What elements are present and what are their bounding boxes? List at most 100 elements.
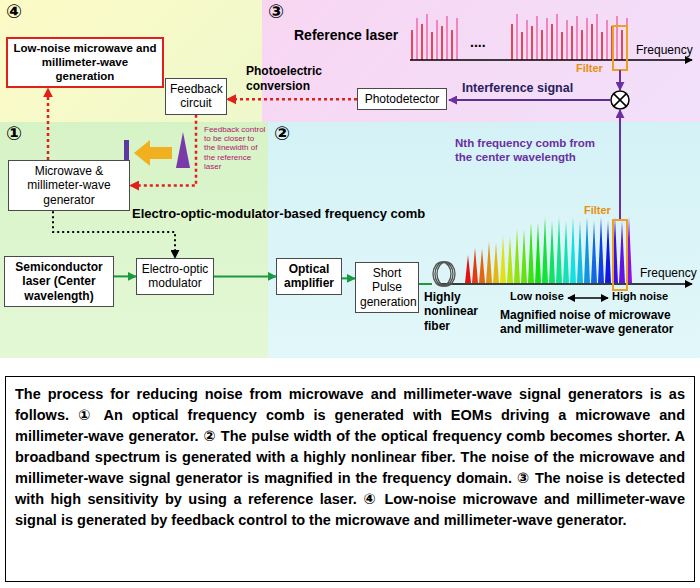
- comb-line: [611, 26, 613, 60]
- comb-line: [596, 14, 598, 60]
- comb-peak: [486, 241, 492, 283]
- signal-line: [619, 70, 621, 90]
- process-box: Feedback circuit: [165, 78, 227, 115]
- label-text: Highly nonlinear fiber: [424, 290, 478, 333]
- comb-line: [426, 14, 428, 60]
- diagram-stage: ④Low-noise microwave and millimeter-wave…: [0, 0, 700, 360]
- label-text: Filter: [576, 62, 603, 74]
- box-text: Microwave & millimeter-wave generator: [13, 164, 125, 207]
- label-text: ....: [470, 34, 486, 50]
- comb-line: [566, 20, 568, 60]
- comb-line: [521, 32, 523, 60]
- filter-symbol: [613, 26, 627, 70]
- label-text: Low noise: [510, 290, 564, 302]
- comb-line: [456, 18, 458, 60]
- comb-peak: [612, 217, 618, 283]
- mixer-cross: [614, 94, 627, 107]
- comb-peak: [472, 248, 478, 283]
- comb-peak: [570, 217, 576, 283]
- comb-line: [421, 24, 423, 60]
- mixer-symbol: [611, 91, 629, 109]
- annotation-label: Low noise: [510, 290, 568, 303]
- edge-label: Photoelectric conversion: [246, 64, 346, 93]
- comb-line: [546, 18, 548, 60]
- annotation-label: Feedback control to be closer to the lin…: [204, 125, 266, 171]
- comb-line: [436, 20, 438, 60]
- comb-peak: [542, 217, 548, 283]
- feedback-arrow: [134, 140, 172, 166]
- annotation-label: Electro-optic-modulator-based frequency …: [132, 206, 472, 222]
- annotation-label: Highly nonlinear fiber: [424, 290, 496, 333]
- comb-line: [586, 18, 588, 60]
- comb-line: [551, 24, 553, 60]
- comb-line: [571, 26, 573, 60]
- box-text: Feedback circuit: [170, 82, 222, 111]
- box-text: Photodetector: [362, 92, 442, 106]
- comb-line: [576, 16, 578, 60]
- comb-line: [556, 14, 558, 60]
- comb-line: [601, 32, 603, 60]
- coil-turn: [435, 262, 453, 286]
- annotation-label: ....: [470, 34, 504, 51]
- fiber-link: [419, 283, 432, 285]
- comb-line: [581, 30, 583, 60]
- comb-line: [561, 32, 563, 60]
- interference-arrow: [449, 99, 611, 101]
- comb-peak: [549, 221, 555, 283]
- caption-box: The process for reducing noise from micr…: [5, 376, 695, 582]
- connector: [227, 98, 357, 101]
- coil-turn: [437, 262, 455, 286]
- comb-peak: [577, 221, 583, 283]
- connector: [114, 275, 136, 277]
- linewidth-bar: [124, 140, 129, 166]
- comb-peak: [479, 249, 485, 283]
- comb-peak: [556, 217, 562, 283]
- label-text: Magnified noise of microwave and millime…: [500, 308, 673, 336]
- label-text: Feedback control to be closer to the lin…: [204, 125, 265, 171]
- reference-comb: [412, 14, 627, 60]
- comb-line: [416, 18, 418, 60]
- annotation-label: Magnified noise of microwave and millime…: [500, 308, 692, 337]
- comb-peak: [500, 235, 506, 283]
- broadband-comb: [465, 217, 632, 283]
- noise-range-arrow: [568, 297, 608, 298]
- coil-turn: [433, 262, 451, 286]
- filter-symbol: [613, 220, 627, 290]
- comb-line: [446, 16, 448, 60]
- box-text: Low-noise microwave and millimeter-wave …: [12, 42, 158, 83]
- connector: [47, 88, 50, 160]
- annotation-label: Nth frequency comb from the center wavel…: [455, 137, 615, 165]
- comb-peak: [563, 221, 569, 283]
- annotation-label: Frequency: [636, 43, 698, 57]
- box-text: Short Pulse generation: [360, 266, 414, 309]
- label-text: Reference laser: [294, 27, 398, 43]
- comb-peak: [465, 255, 471, 283]
- comb-line: [606, 20, 608, 60]
- comb-peak: [619, 221, 625, 283]
- process-box: Electro-optic modulator: [136, 258, 214, 295]
- comb-line: [411, 30, 413, 60]
- comb-peak: [584, 217, 590, 283]
- comb-peak: [626, 217, 632, 283]
- comb-peak: [493, 242, 499, 283]
- comb-line: [591, 24, 593, 60]
- label-text: High noise: [612, 290, 668, 302]
- comb-line: [516, 14, 518, 60]
- callout-number: ②: [274, 124, 290, 145]
- linewidth-peak: [176, 132, 190, 168]
- comb-peak: [514, 229, 520, 283]
- fiber-coil: [433, 262, 455, 286]
- box-text: Electro-optic modulator: [141, 262, 209, 291]
- comb-line: [616, 16, 618, 60]
- comb-line: [536, 16, 538, 60]
- process-box: Optical amplifier: [276, 258, 342, 295]
- frequency-axis: [440, 283, 692, 285]
- comb-peak: [598, 217, 604, 283]
- comb-peak: [535, 223, 541, 283]
- comb-line: [526, 20, 528, 60]
- process-box: Microwave & millimeter-wave generator: [8, 160, 130, 211]
- label-text: Frequency: [636, 43, 693, 57]
- box-text: Semiconductor laser (Center wavelength): [9, 260, 109, 303]
- comb-line: [621, 30, 623, 60]
- annotation-label: Reference laser: [294, 27, 408, 44]
